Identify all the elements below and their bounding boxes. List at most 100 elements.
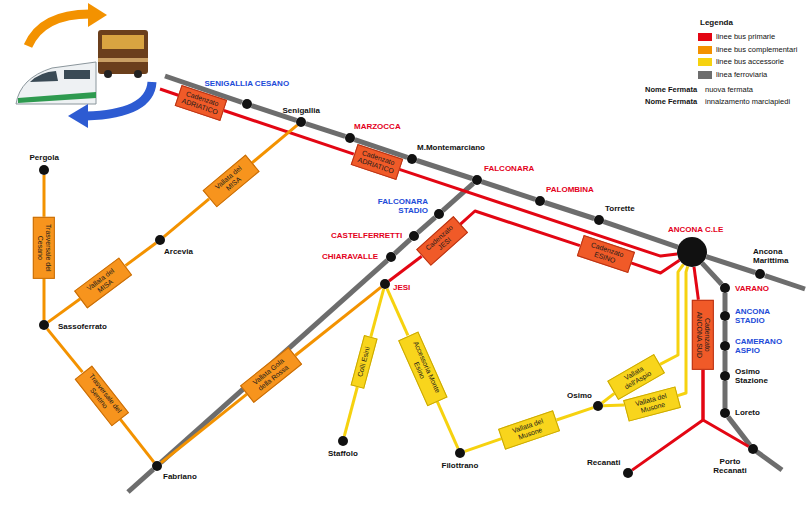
bus-line-box: Colli Esini [351, 335, 378, 389]
rail-line [395, 239, 411, 253]
line-name: Cadenzato ADRIATICO [180, 89, 223, 116]
accessory-bus-line [602, 393, 614, 403]
rail-line [306, 124, 345, 137]
bus-wheel [104, 70, 112, 78]
rail-line [706, 257, 755, 273]
accessory-bus-line [465, 439, 502, 452]
complementary-bus-line [48, 299, 80, 322]
stop-dot: Fabriano [152, 461, 162, 471]
complementary-bus-line [161, 394, 247, 463]
stop-dot: MARZOCCA [345, 133, 355, 143]
line-name: Vallata del Musone [628, 390, 676, 417]
bus-line-box: Cadenzato ADRIATICO [350, 144, 402, 180]
legend-note: innalzamento marciapiedi [705, 97, 790, 106]
stop-dot: ANCONA STADIO [720, 311, 730, 321]
legend-text: linea ferroviaria [716, 70, 767, 79]
complementary-bus-line [120, 419, 154, 462]
train-bus-icon [16, 3, 152, 128]
legend-swatch [698, 33, 712, 41]
line-name: Cadenzato ADRIATICO [355, 148, 398, 175]
stop-name: JESI [393, 283, 410, 292]
stop-name: Arcevia [164, 247, 193, 256]
legend-text: linee bus accessorie [716, 57, 784, 66]
bus-line-box: Vallata del MISA [74, 257, 132, 308]
legend-title: Legenda [700, 18, 733, 28]
stop-dot: Osimo Stazione [720, 371, 730, 381]
stop-dot: ANCONA C.LE [677, 237, 707, 267]
stop-name: PALOMBINA [546, 185, 594, 194]
stop-name: CASTELFERRETTI [331, 231, 402, 240]
stop-name: M.Montemarciano [417, 143, 485, 152]
line-name: Cadenzato ANCONA SUD [695, 304, 711, 366]
stop-name: Fabriano [163, 472, 197, 481]
stop-dot: Filottrano [455, 448, 465, 458]
rail-stub [765, 276, 805, 289]
line-stubs [128, 76, 805, 492]
stop-dot: CAMERANO ASPIO [720, 341, 730, 351]
legend-swatch [698, 58, 712, 66]
rail-line [161, 260, 388, 462]
legend-sample: Nome Fermata [645, 97, 697, 106]
stop-name: Ancona Marittima [753, 247, 801, 265]
rail-line [723, 381, 728, 408]
stop-name: FALCONARA STADIO [374, 197, 428, 215]
stop-name: Staffolo [328, 449, 358, 458]
accessory-bus-line [678, 266, 688, 395]
stop-name: MARZOCCA [354, 122, 401, 131]
stop-name: VARANO [735, 284, 769, 293]
line-name: Cadenzato JESI [421, 221, 463, 261]
rail-line [482, 182, 536, 200]
rail-line [545, 203, 594, 219]
line-name: Vallata del Musone [503, 414, 555, 445]
rail-line [418, 217, 435, 232]
legend-swatch [698, 46, 712, 54]
rail-line [723, 293, 728, 311]
accessory-bus-line [603, 403, 624, 407]
bus-line-box: Vallata Gola della Rossa [240, 347, 302, 403]
stop-dot: PALOMBINA [535, 196, 545, 206]
stop-dot: M.Montemarciano [407, 154, 417, 164]
complementary-bus-line [43, 279, 46, 320]
accessory-bus-line [660, 264, 683, 364]
accessory-bus-line [371, 289, 384, 337]
stop-name: FALCONARA [484, 164, 534, 173]
complementary-bus-line [47, 329, 82, 372]
legend-note: nuova fermata [705, 85, 753, 94]
legend-swatch [698, 71, 712, 79]
bus-line-box: Cadenzato ADRIATICO [175, 85, 227, 121]
stop-name: Sassoferrato [58, 322, 107, 331]
bus-line-box: Vallata del MISA [202, 155, 259, 208]
bus-line-box: Cadenzato JESI [416, 216, 468, 265]
complementary-bus-line [164, 199, 209, 237]
bus-wheel [134, 70, 142, 78]
stop-dot: Staffolo [338, 436, 348, 446]
stop-dot: CASTELFERRETTI [409, 231, 419, 241]
complementary-bus-line [252, 125, 297, 163]
line-name: Cadenzato ESINO [581, 239, 630, 268]
stop-dot: Osimo [593, 401, 603, 411]
stop-dot: Recanati [623, 468, 633, 478]
line-name: Accessoria Monte Esino [402, 336, 442, 401]
stop-dot: SENIGALLIA CESANO [242, 99, 252, 109]
stop-name: CAMERANO ASPIO [735, 337, 789, 355]
stop-dot: Sassoferrato [39, 320, 49, 330]
rail-line [723, 321, 728, 341]
rail-line [702, 263, 722, 284]
bus-line-box: Vallata del Musone [498, 410, 560, 449]
accessory-bus-line [344, 387, 357, 436]
bus-line-box: Accessoria Monte Esino [398, 331, 447, 406]
stop-dot: Loreto [720, 408, 730, 418]
bus [98, 30, 148, 74]
bus-stripe [98, 58, 148, 62]
bus-line-box: Trasversale del Sentino [74, 365, 128, 426]
line-name: Vallata Gola della Rossa [245, 352, 297, 398]
stop-name: ANCONA C.LE [668, 225, 723, 234]
rail-line [417, 161, 472, 179]
primary-bus-line [631, 260, 680, 273]
stop-dot: Ancona Marittima [755, 269, 765, 279]
rail-line [723, 351, 728, 371]
line-name: Vallata del MISA [79, 262, 127, 303]
train [16, 62, 96, 104]
rail-line [604, 222, 678, 248]
